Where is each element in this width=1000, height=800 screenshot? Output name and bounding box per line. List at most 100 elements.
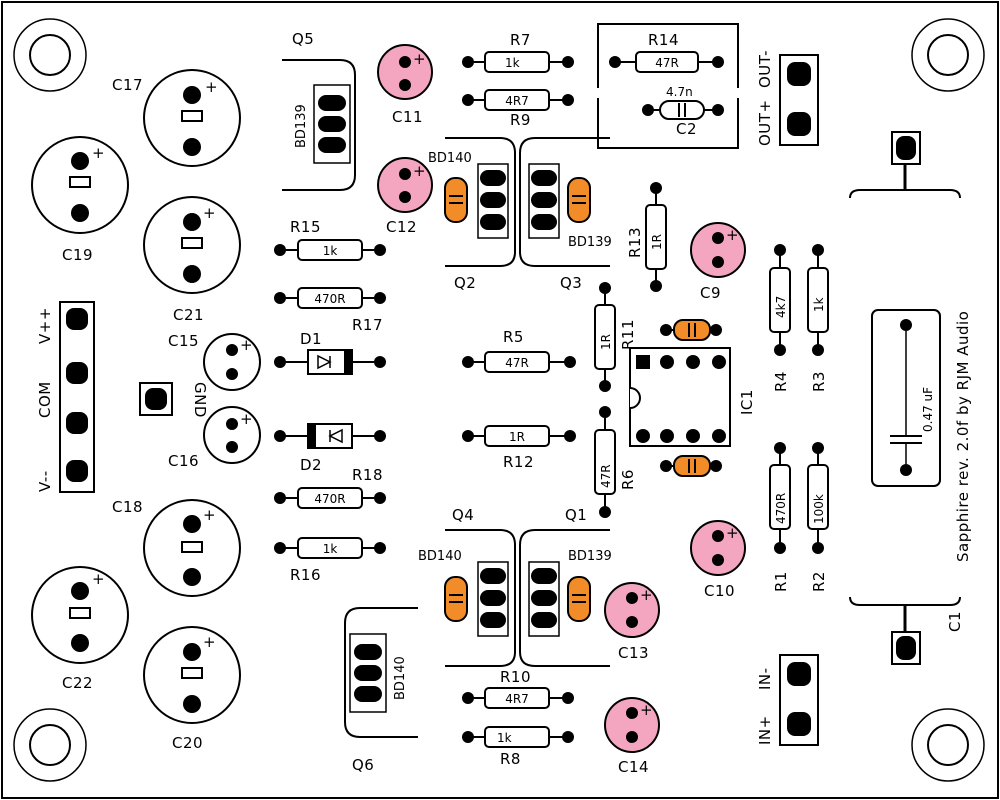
plus-sign: + bbox=[205, 78, 218, 96]
resistor-r6: 47R R6 bbox=[594, 406, 637, 518]
plus-sign: + bbox=[240, 410, 253, 428]
label-c14: C14 bbox=[618, 758, 649, 776]
label-r16: R16 bbox=[290, 566, 321, 584]
label-gnd: GND bbox=[191, 382, 209, 418]
plus-sign: + bbox=[203, 633, 216, 651]
label-c9: C9 bbox=[700, 284, 721, 302]
plus-sign: + bbox=[726, 524, 739, 542]
label-r14: R14 bbox=[648, 31, 679, 49]
label-c17: C17 bbox=[112, 76, 143, 94]
label-r15: R15 bbox=[290, 218, 321, 236]
resistor-r12: 1R R12 bbox=[462, 425, 576, 471]
label-c16: C16 bbox=[168, 452, 199, 470]
label-r9: R9 bbox=[510, 111, 531, 129]
plus-sign: + bbox=[240, 336, 253, 354]
power-connector: V++ COM V-- bbox=[36, 301, 95, 493]
label-r3: R3 bbox=[810, 371, 828, 392]
transistor-q4: BD140 Q4 bbox=[418, 506, 516, 667]
mounting-hole-top-right bbox=[911, 18, 985, 92]
input-connector: IN- IN+ bbox=[756, 654, 819, 746]
plus-sign: + bbox=[203, 506, 216, 524]
value-r14: 47R bbox=[655, 56, 679, 70]
resistor-r7: 1k R7 bbox=[462, 31, 574, 73]
resistor-r3: 1k R3 bbox=[807, 244, 829, 392]
resistor-r15: 1k R15 bbox=[274, 218, 386, 261]
resistor-r16: 1k R16 bbox=[274, 537, 386, 584]
ic1: IC1 bbox=[629, 347, 756, 447]
cap-c15: + C15 bbox=[168, 332, 261, 391]
plus-sign: + bbox=[413, 162, 426, 180]
label-r1: R1 bbox=[772, 571, 790, 592]
cap-c1: 0.47 uF C1 bbox=[849, 131, 964, 665]
part-q3: BD139 bbox=[568, 235, 612, 250]
value-r1: 470R bbox=[774, 493, 788, 524]
label-r7: R7 bbox=[510, 31, 531, 49]
label-ic1: IC1 bbox=[738, 389, 756, 415]
film-cap-q2 bbox=[444, 177, 468, 223]
cap-c14: + C14 bbox=[604, 697, 660, 776]
resistor-r9: 4R7 R9 bbox=[462, 89, 574, 129]
label-com: COM bbox=[36, 381, 54, 418]
label-q6: Q6 bbox=[352, 756, 374, 774]
label-q4: Q4 bbox=[452, 506, 474, 524]
mounting-hole-top-left bbox=[13, 18, 87, 92]
mounting-hole-bottom-right bbox=[911, 708, 985, 782]
cap-c17: + C17 bbox=[112, 69, 241, 167]
film-cap-ic1-bottom bbox=[660, 455, 722, 477]
transistor-q1: BD139 Q1 bbox=[519, 506, 612, 667]
value-r15: 1k bbox=[323, 244, 338, 258]
resistor-r18: 470R R18 bbox=[274, 466, 386, 509]
label-c13: C13 bbox=[618, 644, 649, 662]
label-r8: R8 bbox=[500, 750, 521, 768]
value-r18: 470R bbox=[314, 492, 345, 506]
label-q5: Q5 bbox=[292, 30, 314, 48]
film-cap-ic1-top bbox=[660, 319, 722, 341]
label-out-plus: OUT+ bbox=[756, 99, 774, 146]
cap-c22: + C22 bbox=[31, 566, 129, 692]
transistor-q3: BD139 Q3 bbox=[519, 137, 612, 292]
label-d2: D2 bbox=[300, 456, 322, 474]
value-r6: 47R bbox=[599, 464, 613, 488]
label-r5: R5 bbox=[503, 328, 524, 346]
film-cap-q4 bbox=[444, 576, 468, 622]
value-r5: 47R bbox=[505, 356, 529, 370]
plus-sign: + bbox=[640, 586, 653, 604]
label-vpp: V++ bbox=[36, 307, 54, 344]
part-q6: BD140 bbox=[393, 656, 408, 700]
part-q2: BD140 bbox=[428, 151, 472, 166]
cap-c9: + C9 bbox=[690, 222, 746, 302]
cap-c21: + C21 bbox=[143, 196, 241, 324]
label-r11: R11 bbox=[619, 319, 637, 350]
part-q4: BD140 bbox=[418, 549, 462, 564]
diode-d2: D2 bbox=[274, 423, 386, 474]
value-r7: 1k bbox=[505, 56, 520, 70]
value-r9: 4R7 bbox=[505, 94, 529, 108]
board-title: Sapphire rev. 2.0f by RJM Audio bbox=[954, 311, 972, 562]
value-r17: 470R bbox=[314, 292, 345, 306]
transistor-q2: BD140 Q2 bbox=[428, 137, 516, 292]
film-cap-q3 bbox=[567, 177, 591, 223]
transistor-q6: BD140 Q6 bbox=[344, 607, 418, 774]
resistor-r2: 100k R2 bbox=[807, 442, 829, 592]
value-r10: 4R7 bbox=[505, 692, 529, 706]
value-r11: 1R bbox=[599, 334, 613, 350]
label-c22: C22 bbox=[62, 674, 93, 692]
resistor-r17: 470R R17 bbox=[274, 287, 386, 334]
cap-c13: + C13 bbox=[604, 582, 660, 662]
label-d1: D1 bbox=[300, 330, 322, 348]
mounting-hole-bottom-left bbox=[13, 708, 87, 782]
label-c21: C21 bbox=[173, 306, 204, 324]
cap-c20: + C20 bbox=[143, 626, 241, 752]
label-out-minus: OUT- bbox=[756, 50, 774, 88]
label-c19: C19 bbox=[62, 246, 93, 264]
value-c2: 4.7n bbox=[666, 85, 693, 99]
r14-c2-box: 47R R14 4.7n C2 bbox=[597, 23, 739, 149]
label-c15: C15 bbox=[168, 332, 199, 350]
plus-sign: + bbox=[92, 144, 105, 162]
label-r6: R6 bbox=[619, 469, 637, 490]
label-c2: C2 bbox=[676, 120, 697, 138]
label-r4: R4 bbox=[772, 371, 790, 392]
label-r12: R12 bbox=[503, 453, 534, 471]
value-r2: 100k bbox=[812, 494, 826, 524]
diode-d1: D1 bbox=[274, 330, 386, 375]
